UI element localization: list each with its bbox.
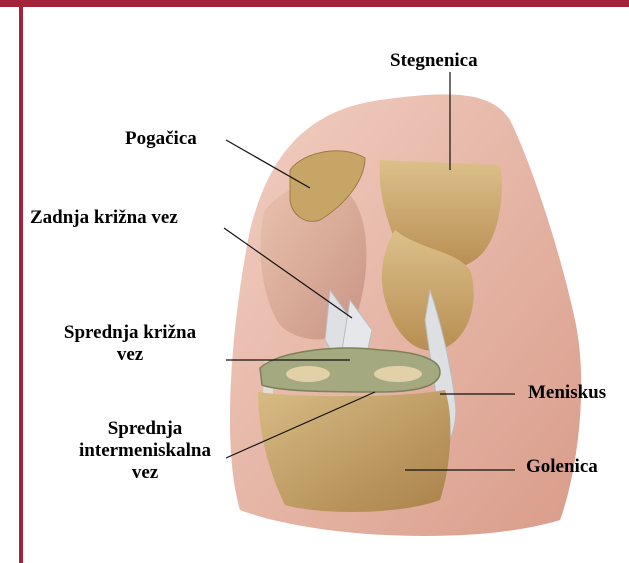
tibia xyxy=(258,390,450,512)
label-sprednja-line2: vez xyxy=(45,344,215,366)
meniscus-hole-lateral xyxy=(374,366,422,382)
label-meniskus: Meniskus xyxy=(528,382,606,404)
label-golenica: Golenica xyxy=(526,456,598,478)
label-intermeniskalna-line2: intermeniskalna xyxy=(60,440,230,462)
label-intermeniskalna-line3: vez xyxy=(60,462,230,484)
label-zadnja-krizna-vez: Zadnja križna vez xyxy=(30,207,178,229)
label-intermeniskalna-vez: Sprednja intermeniskalna vez xyxy=(60,418,230,484)
label-intermeniskalna-line1: Sprednja xyxy=(60,418,230,440)
label-sprednja-krizna-vez: Sprednja križna vez xyxy=(45,322,215,366)
label-pogacica: Pogačica xyxy=(125,128,197,150)
meniscus-hole-medial xyxy=(286,366,330,382)
label-stegnenica: Stegnenica xyxy=(390,50,478,72)
label-sprednja-line1: Sprednja križna xyxy=(45,322,215,344)
